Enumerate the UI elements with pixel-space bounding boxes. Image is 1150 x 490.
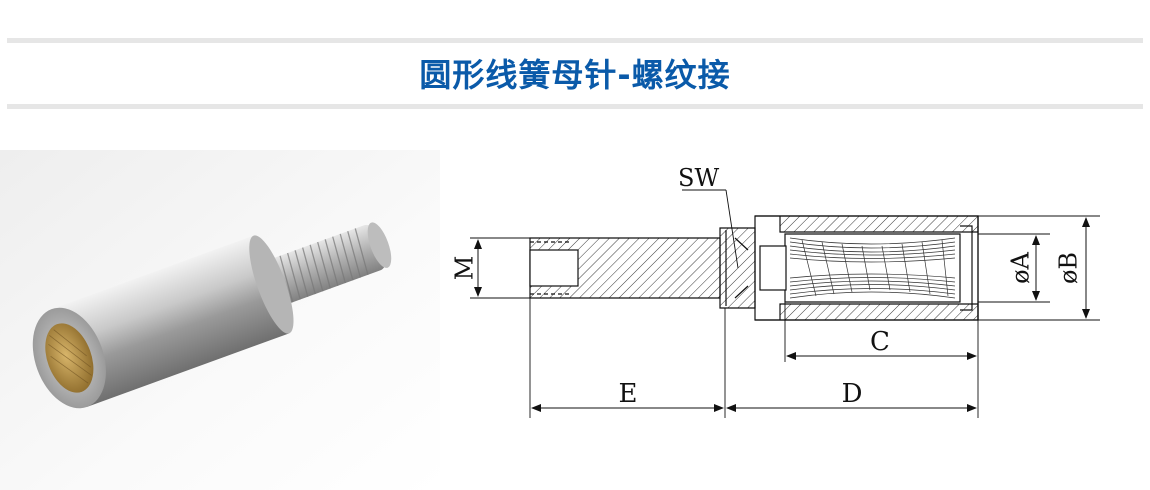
label-sw: SW [678, 164, 719, 192]
label-m: M [451, 256, 479, 281]
wire-springs [789, 237, 956, 299]
product-photo [0, 150, 440, 490]
body-shell-top [755, 215, 979, 233]
label-phi-a: øA [1007, 251, 1035, 283]
technical-drawing: SW M E D C øA øB [451, 164, 1100, 418]
header-rule-bottom [7, 104, 1143, 109]
label-e: E [619, 379, 638, 409]
header-rule-top [7, 38, 1143, 43]
thread-bore [529, 249, 579, 287]
label-phi-b: øB [1055, 252, 1083, 284]
body-shell-bottom [755, 303, 979, 321]
page-title: 圆形线簧母针-螺纹接 [419, 56, 731, 94]
label-d: D [842, 379, 863, 409]
label-c: C [870, 327, 890, 357]
